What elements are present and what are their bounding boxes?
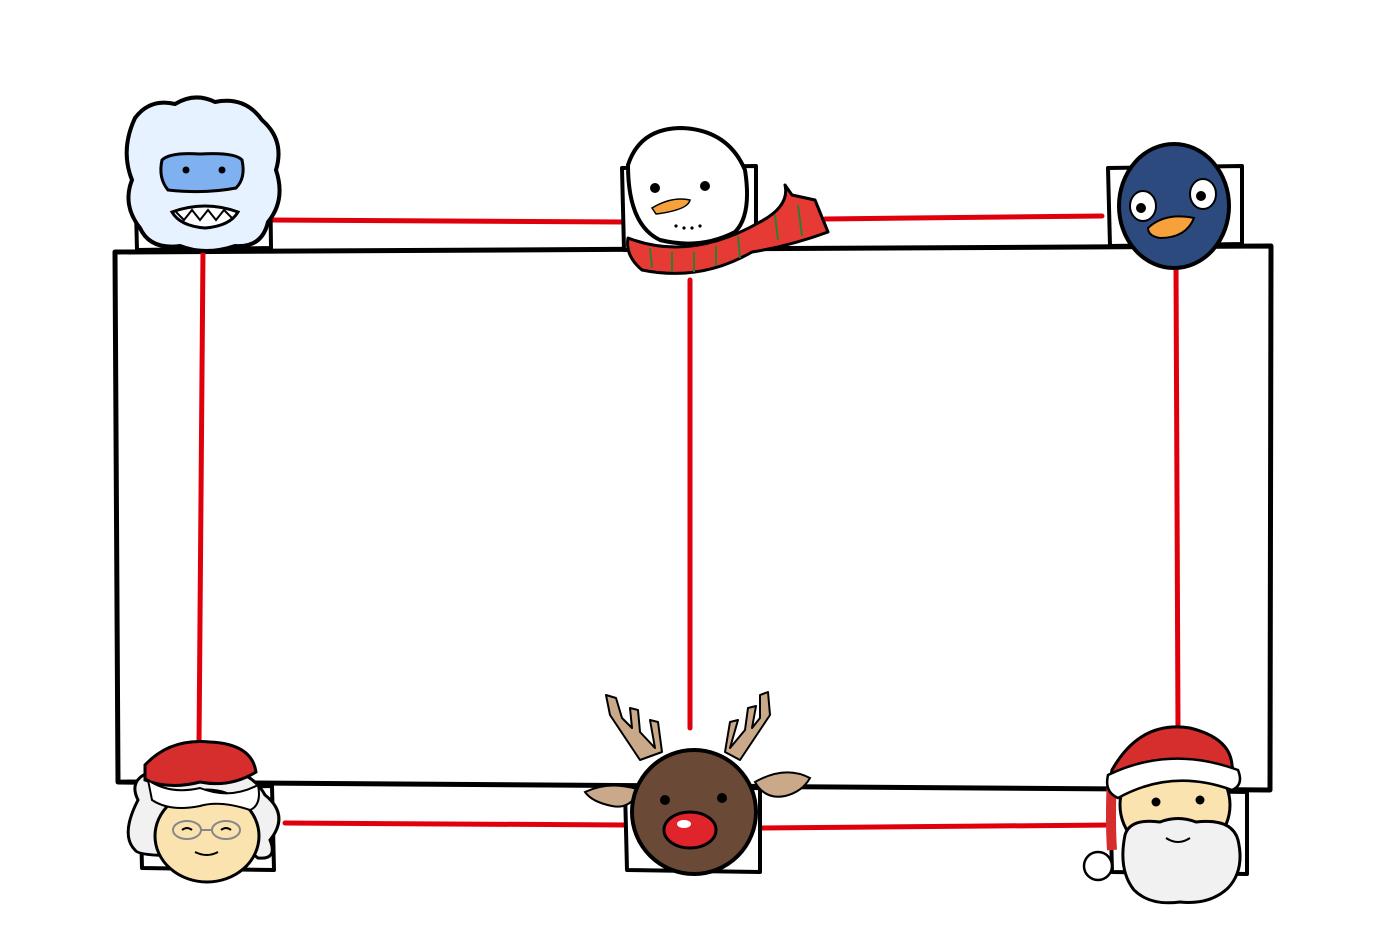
connector-lines — [196, 213, 1181, 831]
penguin-icon — [1117, 142, 1231, 270]
main-frame — [112, 243, 1274, 793]
snowman-icon — [625, 125, 830, 275]
connector-left — [196, 247, 206, 748]
yeti-icon — [124, 95, 282, 253]
connector-bottom-left — [282, 820, 628, 828]
mrs-claus-icon — [126, 739, 281, 884]
connector-right — [1173, 262, 1181, 731]
connector-top-right — [822, 213, 1105, 222]
reindeer-icon — [583, 691, 812, 876]
connector-bottom-right — [757, 822, 1115, 831]
connector-top-left — [267, 217, 628, 225]
scarf — [626, 183, 830, 275]
santa-icon — [1082, 725, 1242, 905]
